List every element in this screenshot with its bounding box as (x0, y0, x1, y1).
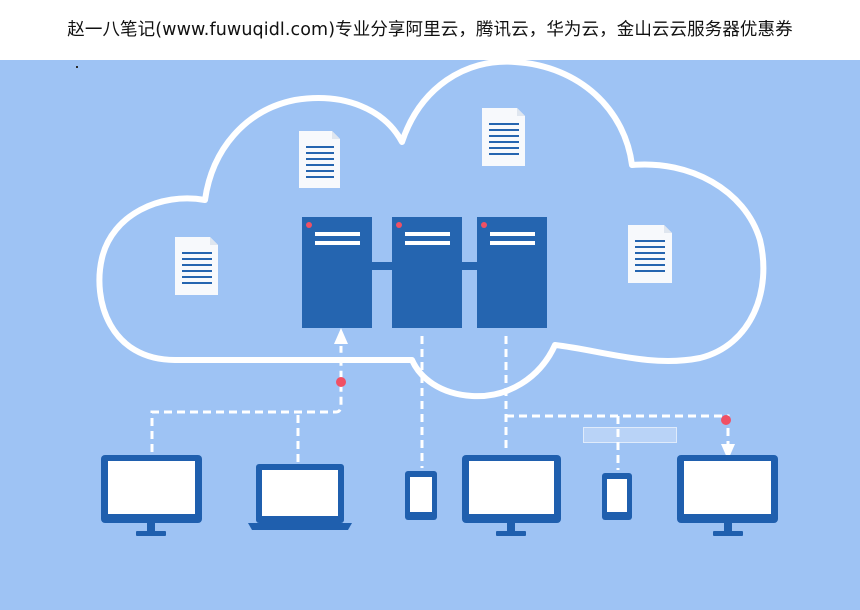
phone-icon (602, 473, 632, 520)
cloud-outline (96, 58, 767, 400)
watermark (583, 427, 677, 443)
monitor-icon (101, 455, 202, 536)
document-icon (628, 225, 672, 283)
marker-dot (336, 377, 346, 387)
server-icon (302, 217, 372, 328)
server-link (371, 262, 393, 270)
monitor-icon (462, 455, 561, 536)
arrow-down-icon (721, 444, 735, 460)
monitor-icon (677, 455, 778, 536)
laptop-icon (248, 464, 352, 530)
server-icon (477, 217, 547, 328)
server-icon (392, 217, 462, 328)
phone-icon (405, 471, 437, 520)
arrow-up-icon (334, 328, 348, 344)
document-icon (482, 108, 525, 166)
page-title: 赵一八笔记(www.fuwuqidl.com)专业分享阿里云，腾讯云，华为云，金… (0, 0, 860, 60)
marker-dot (721, 415, 731, 425)
stray-dot (76, 66, 78, 68)
connector-line (150, 346, 343, 452)
document-icon (175, 237, 218, 295)
document-icon (299, 131, 340, 188)
server-link (461, 262, 479, 270)
